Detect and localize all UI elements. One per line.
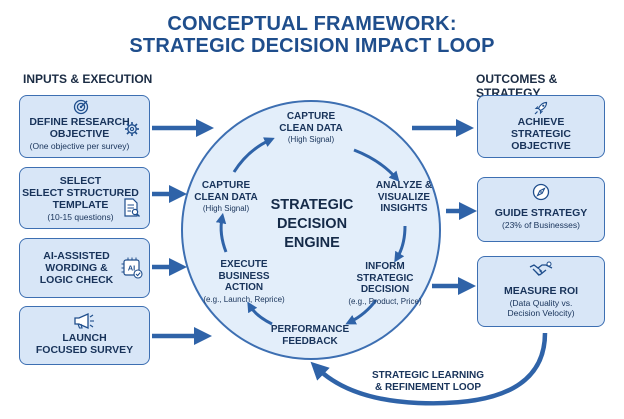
outcome-box-measure-roi: MEASURE ROI (Data Quality vs. Decision V… [477,256,605,327]
step-title: EXECUTE BUSINESS ACTION [218,259,270,293]
handshake-icon [529,261,553,276]
outcome-subtitle: (23% of Businesses) [502,220,580,230]
svg-text:AI: AI [128,264,136,273]
cycle-arrow-capture-to-analyze [353,148,400,182]
gear-icon [125,122,139,136]
step-performance-feedback: PERFORMANCE FEEDBACK [266,324,354,347]
input-subtitle: (One objective per survey) [29,141,130,151]
cycle-arrow-execute-to-capture [215,212,228,253]
step-capture-clean-data-left: CAPTURE CLEAN DATA (High Signal) [184,180,268,214]
step-title: INFORM STRATEGIC DECISION [356,261,414,295]
target-icon [73,99,89,115]
engine-title: STRATEGIC DECISION ENGINE [270,197,354,251]
step-capture-clean-data-top: CAPTURE CLEAN DATA (High Signal) [266,111,356,145]
refinement-loop-label: STRATEGIC LEARNING & REFINEMENT LOOP [358,370,498,393]
ai-check-icon: AI [121,257,143,279]
compass-icon [532,183,550,201]
title-line-2: STRATEGIC DECISION IMPACT LOOP [129,35,495,57]
outcome-box-guide-strategy: GUIDE STRATEGY (23% of Businesses) [477,177,605,242]
step-inform-decision: INFORM STRATEGIC DECISION (e.g., Product… [337,261,433,307]
step-title: CAPTURE CLEAN DATA [194,180,258,203]
engine-circle [181,100,441,360]
outcome-title: ACHIEVE STRATEGIC OBJECTIVE [511,115,571,152]
cycle-arrow-feedback-to-execute [247,301,273,326]
input-box-select-template: SELECT SELECT STRUCTURED TEMPLATE (10-15… [19,167,150,229]
document-search-icon [124,198,140,217]
outcome-title: GUIDE STRATEGY [494,207,588,219]
input-subtitle: (10-15 questions) [47,211,114,222]
step-analyze-visualize: ANALYZE & VISUALIZE INSIGHTS [365,180,443,215]
cycle-arrow-capture-to-top [232,137,275,173]
outcome-box-achieve-objective: ACHIEVE STRATEGIC OBJECTIVE [477,95,605,158]
megaphone-icon [74,313,94,329]
input-title: SELECT SELECT STRUCTURED TEMPLATE [22,174,139,211]
step-title: CAPTURE CLEAN DATA [279,111,343,134]
step-subtitle: (e.g., Product, Price) [348,296,422,306]
step-title: ANALYZE & VISUALIZE INSIGHTS [375,180,433,214]
outcome-title: MEASURE ROI [503,285,579,297]
cycle-arrow-inform-to-feedback [345,299,378,325]
input-box-define-objective: DEFINE RESEARCH OBJECTIVE (One objective… [19,95,150,158]
inputs-heading: INPUTS & EXECUTION [23,72,153,86]
loop-label-text: STRATEGIC LEARNING & REFINEMENT LOOP [371,370,485,393]
input-title: DEFINE RESEARCH OBJECTIVE [29,116,130,140]
input-title: LAUNCH FOCUSED SURVEY [35,331,134,356]
input-box-ai-assisted: AI AI-ASSISTED WORDING & LOGIC CHECK [19,238,150,298]
step-subtitle: (High Signal) [202,204,250,213]
input-title: AI-ASSISTED WORDING & LOGIC CHECK [39,250,114,286]
step-subtitle: (High Signal) [287,135,335,144]
step-subtitle: (e.g., Launch, Reprice) [203,294,285,304]
outcome-subtitle: (Data Quality vs. Decision Velocity) [507,298,575,318]
input-box-launch-survey: LAUNCH FOCUSED SURVEY [19,306,150,365]
cycle-arrow-analyze-to-inform [394,225,407,263]
step-execute-action: EXECUTE BUSINESS ACTION (e.g., Launch, R… [188,259,300,305]
step-title: PERFORMANCE FEEDBACK [270,324,350,347]
title-line-1: CONCEPTUAL FRAMEWORK: [167,13,457,35]
rocket-icon [534,101,548,115]
refinement-loop-arrow [310,332,548,406]
